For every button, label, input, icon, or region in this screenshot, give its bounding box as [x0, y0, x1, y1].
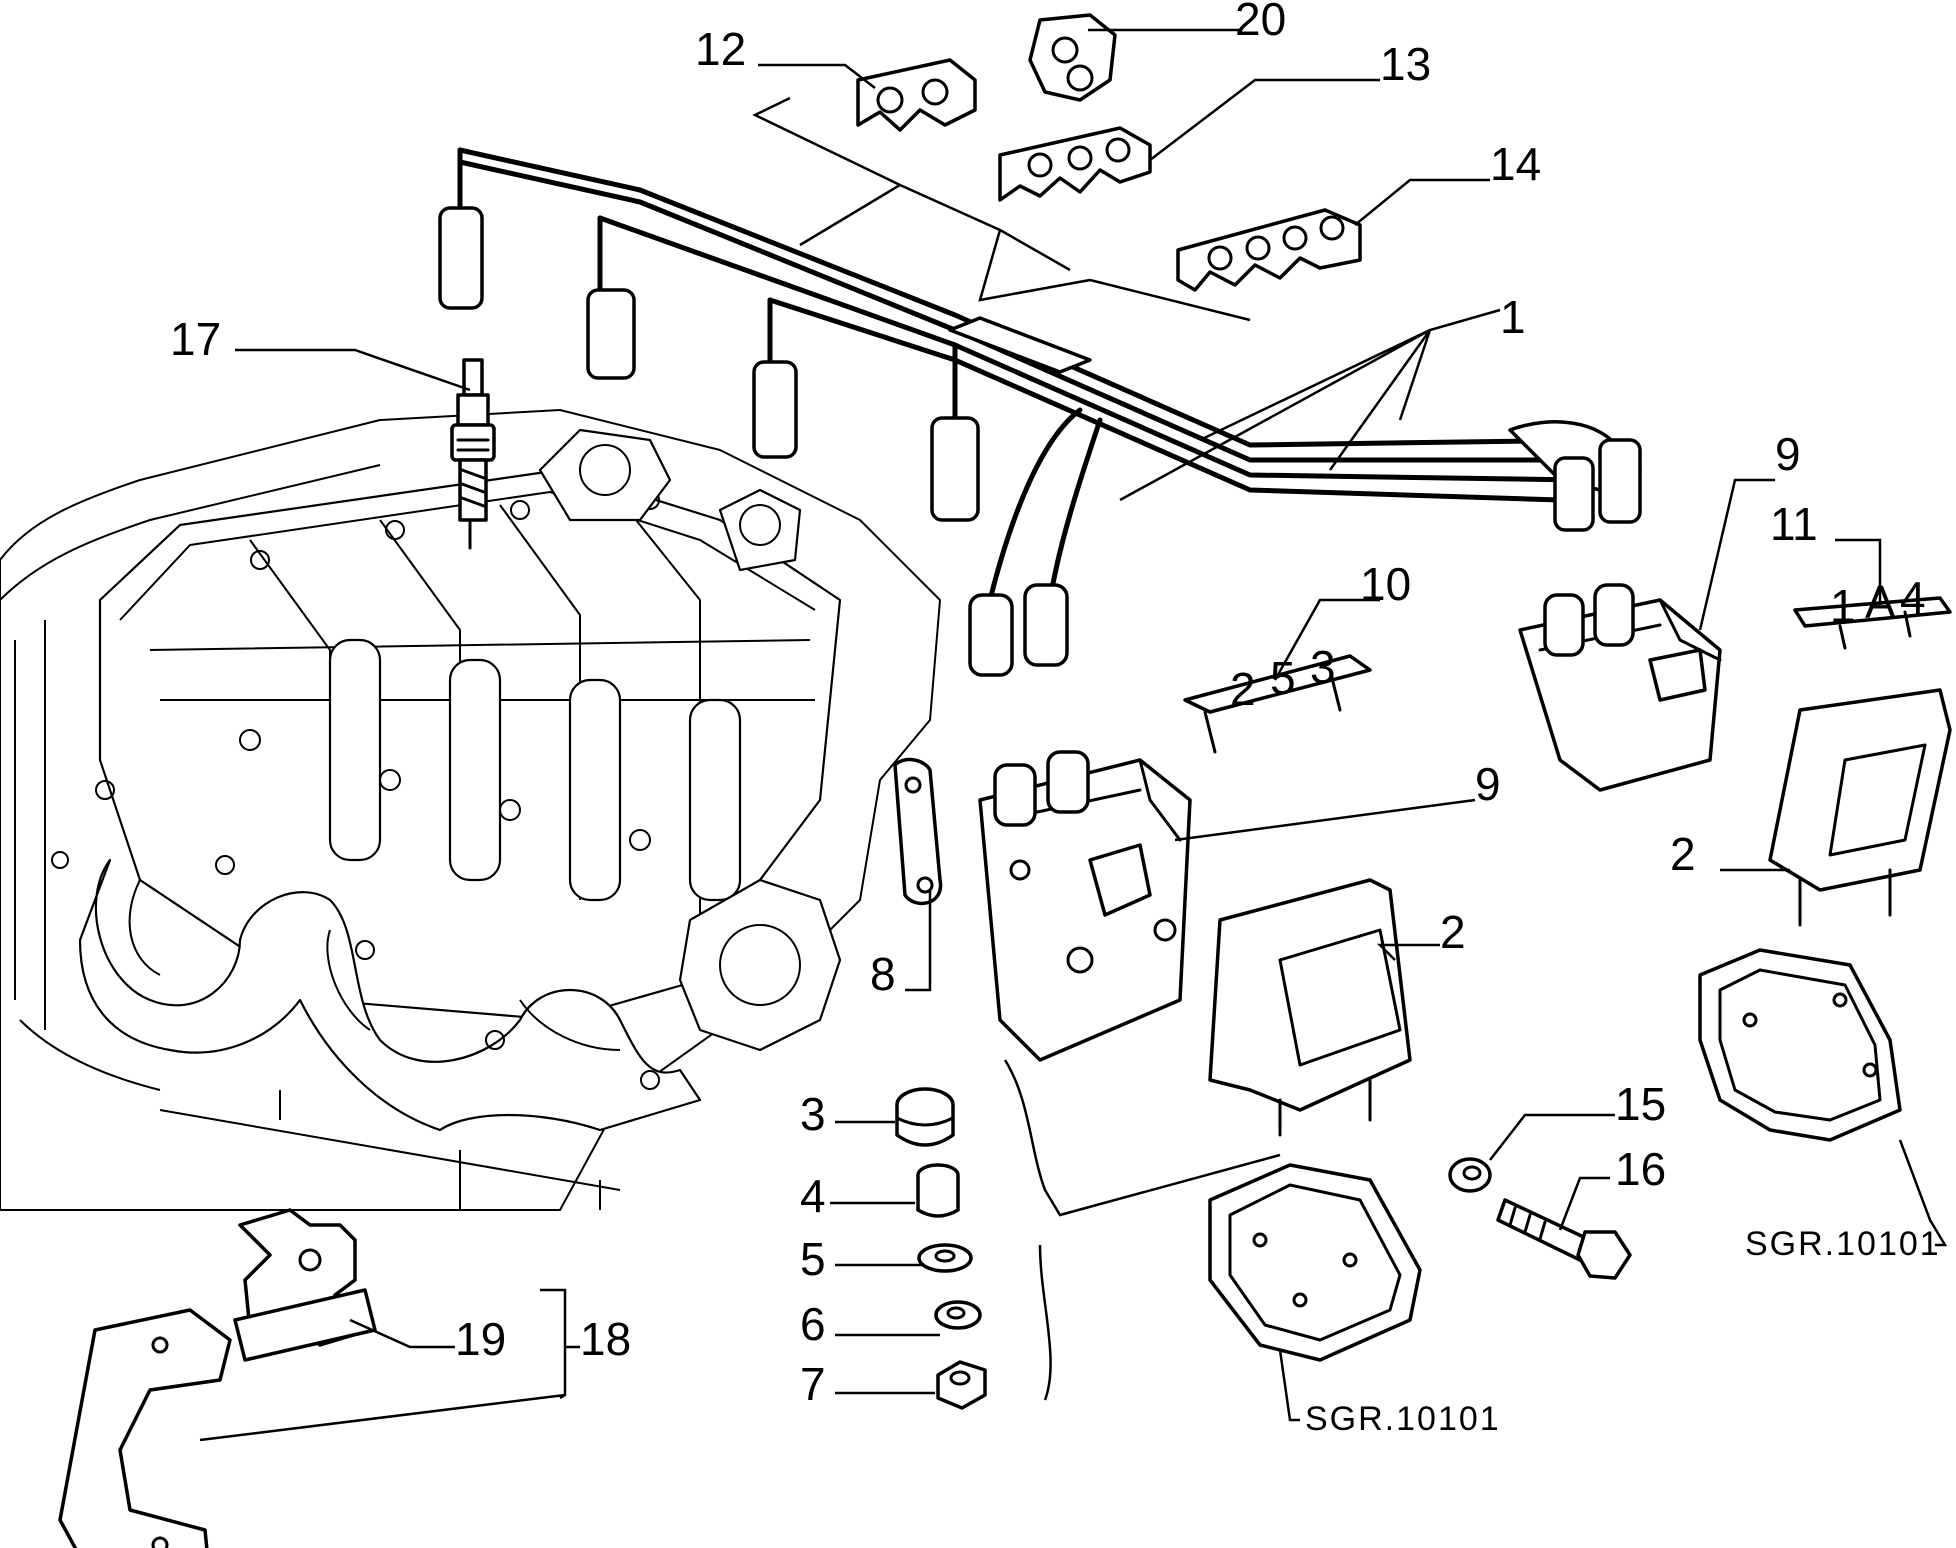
ignition-cable-harness: [438, 96, 1642, 677]
wire-holder-16: [1176, 208, 1362, 292]
callout-2-rear: 2: [1670, 828, 1696, 880]
mounting-tray-front: [1208, 1163, 1422, 1362]
rubber-pad: [233, 1208, 377, 1362]
callout-3: 3: [800, 1088, 826, 1140]
leader-lines: [199, 28, 1948, 1442]
spring-washer: [934, 1300, 982, 1330]
callout-9-front: 9: [1475, 758, 1501, 810]
plate-12-mark-1: 2: [1230, 663, 1256, 715]
callout-14: 12: [695, 23, 746, 75]
washer-10: [1448, 1157, 1492, 1193]
callout-8: 8: [870, 948, 896, 1000]
mounting-tray-rear: [1698, 948, 1902, 1142]
spark-plug: [450, 358, 496, 550]
callout-18: 18: [580, 1313, 631, 1365]
callout-16: 14: [1490, 138, 1541, 190]
wire-holder-15: [998, 126, 1152, 202]
callout-10: 15: [1615, 1078, 1666, 1130]
plate-13-mark-1: 1: [1830, 580, 1856, 632]
callout-7: 7: [800, 1358, 826, 1410]
ref-sgr-front: SGR.10101: [1305, 1400, 1501, 1438]
label-plate-12: 2 5 3: [1183, 641, 1372, 754]
callout-19: 19: [455, 1313, 506, 1365]
callout-20: 20: [1235, 0, 1286, 45]
callout-17: 17: [170, 313, 221, 365]
wire-holder-20: [1028, 13, 1117, 102]
callout-6: 6: [800, 1298, 826, 1350]
coil-bracket-rear: [1768, 688, 1952, 927]
callout-12: 10: [1360, 558, 1411, 610]
ignition-coil-rear: [1518, 583, 1722, 792]
support-bracket: [58, 1308, 232, 1548]
hex-nut: [936, 1360, 987, 1410]
flat-washer: [917, 1243, 973, 1273]
callout-11: 16: [1615, 1143, 1666, 1195]
ref-sgr-rear: SGR.10101: [1745, 1225, 1941, 1263]
label-plate-13: 1 A 4: [1793, 572, 1952, 650]
bolt-11: [1496, 1198, 1632, 1280]
rubber-grommet: [895, 1087, 955, 1147]
callout-13: 11: [1770, 498, 1818, 550]
callout-9-rear: 9: [1775, 428, 1801, 480]
callout-5: 5: [800, 1233, 826, 1285]
earth-strap: [893, 757, 943, 906]
callout-2-front: 2: [1440, 906, 1466, 958]
engine-block: [0, 409, 941, 1211]
plate-13-mark-3: 4: [1900, 572, 1926, 624]
coil-bracket-front: [1208, 878, 1412, 1137]
callout-1: 1: [1500, 291, 1526, 343]
ignition-coil-front: [978, 750, 1192, 1062]
wire-holder-14: [856, 58, 977, 132]
plate-12-mark-3: 3: [1310, 641, 1336, 693]
spacer-bush: [916, 1163, 960, 1218]
callout-numbers: 12 20 13 14 1 17 10 11 9 9 2 2 8 3 4 5 6…: [170, 0, 1941, 1438]
plate-12-mark-2: 5: [1270, 652, 1296, 704]
callout-4: 4: [800, 1170, 826, 1222]
callout-15: 13: [1380, 38, 1431, 90]
